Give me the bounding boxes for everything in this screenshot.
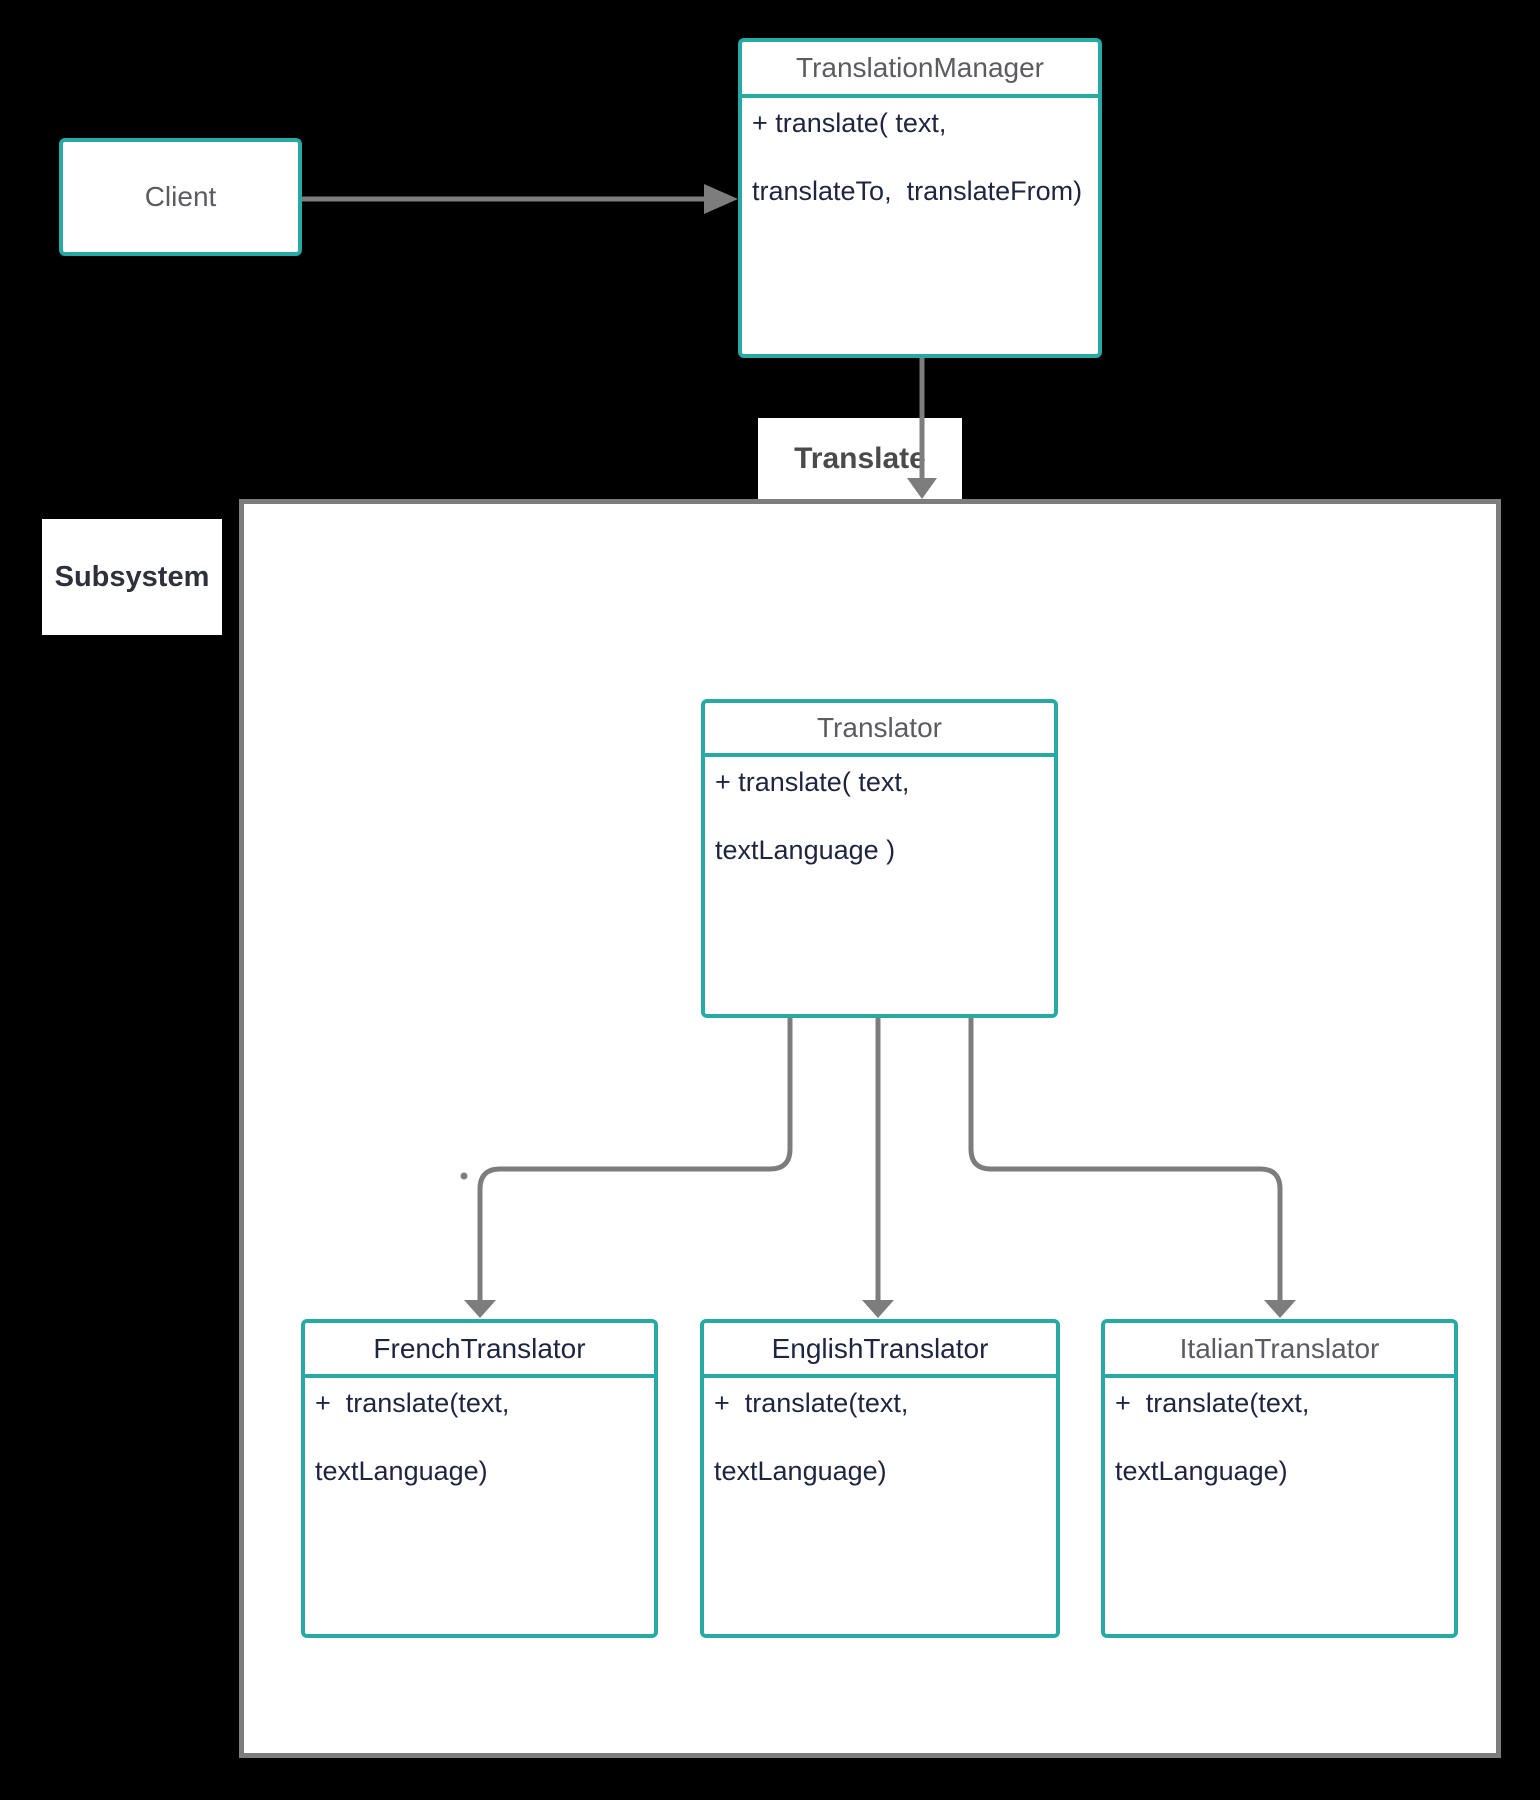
- translationmanager-methods: + translate( text, translateTo, translat…: [742, 98, 1098, 208]
- method-line: textLanguage): [315, 1456, 488, 1486]
- class-box-frenchtranslator[interactable]: FrenchTranslator + translate(text, textL…: [301, 1319, 658, 1638]
- italiantranslator-methods: + translate(text, textLanguage): [1105, 1378, 1454, 1488]
- frenchtranslator-title: FrenchTranslator: [305, 1323, 654, 1378]
- method-line: textLanguage): [714, 1456, 887, 1486]
- method-line: textLanguage): [1115, 1456, 1288, 1486]
- method-line: + translate(text,: [315, 1388, 510, 1418]
- class-box-italiantranslator[interactable]: ItalianTranslator + translate(text, text…: [1101, 1319, 1458, 1638]
- italiantranslator-title: ItalianTranslator: [1105, 1323, 1454, 1378]
- englishtranslator-methods: + translate(text, textLanguage): [704, 1378, 1056, 1488]
- subsystem-label: Subsystem: [42, 519, 222, 635]
- translate-edge-label-text: Translate: [794, 442, 926, 475]
- subsystem-label-text: Subsystem: [54, 560, 210, 593]
- translator-methods: + translate( text, textLanguage ): [705, 757, 1054, 867]
- translate-edge-label: Translate: [758, 418, 962, 500]
- translator-title: Translator: [705, 703, 1054, 757]
- method-line: + translate( text,: [752, 108, 947, 138]
- class-box-englishtranslator[interactable]: EnglishTranslator + translate(text, text…: [700, 1319, 1060, 1638]
- englishtranslator-title: EnglishTranslator: [704, 1323, 1056, 1378]
- translationmanager-title: TranslationManager: [742, 42, 1098, 98]
- method-line: + translate(text,: [714, 1388, 909, 1418]
- client-title: Client: [144, 181, 217, 212]
- class-box-client[interactable]: Client: [59, 138, 302, 256]
- method-line: translateTo, translateFrom): [752, 176, 1083, 206]
- arrowhead-right-icon: [704, 184, 738, 214]
- edge-client-to-translationmanager: [302, 184, 738, 214]
- class-box-translationmanager[interactable]: TranslationManager + translate( text, tr…: [738, 38, 1102, 358]
- class-box-translator[interactable]: Translator + translate( text, textLangua…: [701, 699, 1058, 1018]
- frenchtranslator-methods: + translate(text, textLanguage): [305, 1378, 654, 1488]
- method-line: + translate(text,: [1115, 1388, 1310, 1418]
- method-line: + translate( text,: [715, 767, 910, 797]
- method-line: textLanguage ): [715, 835, 896, 865]
